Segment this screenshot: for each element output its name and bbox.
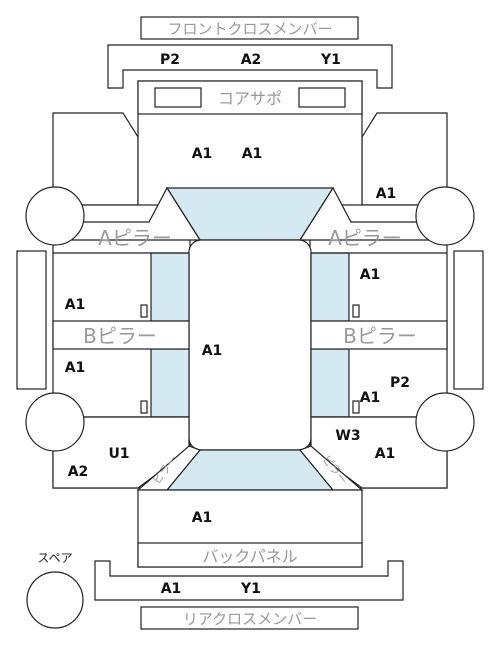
- core-support-label: コアサポ: [218, 89, 282, 108]
- right-rocker-panel: [453, 250, 484, 390]
- right-front-window: [310, 252, 350, 322]
- headlight-right: [298, 87, 346, 108]
- grade-front-member-2: A2: [241, 52, 262, 68]
- grade-left-front-door: A1: [65, 297, 86, 313]
- rear-left-tire: [25, 392, 85, 452]
- rear-cross-member-box: [140, 606, 359, 630]
- rear-cross-member-label: リアクロスメンバー: [183, 610, 317, 628]
- grade-right-rear-extra: P2: [390, 375, 410, 391]
- left-rear-window: [150, 348, 190, 418]
- front-left-tire: [25, 186, 85, 246]
- back-panel-label: バックパネル: [202, 547, 297, 566]
- rear-cross-member-bracket: [94, 560, 404, 601]
- front-right-tire: [415, 186, 475, 246]
- left-front-window: [150, 252, 190, 322]
- grade-left-rear-u: U1: [108, 446, 129, 462]
- grade-roof: A1: [202, 343, 223, 359]
- grade-right-front-door: A1: [360, 267, 381, 283]
- grade-right-front-fender: A1: [376, 186, 397, 202]
- grade-front-member-3: Y1: [320, 52, 341, 68]
- front-cross-member-box: [140, 16, 359, 40]
- grade-rear-member-1: A1: [161, 581, 182, 597]
- spare-tire: [26, 571, 84, 629]
- back-panel-box: [137, 542, 363, 568]
- grade-hood-1: A1: [192, 146, 213, 162]
- front-cross-member-label: フロントクロスメンバー: [167, 20, 332, 38]
- a-pillar-right-label: Aピラー: [328, 226, 402, 250]
- right-front-door-handle: [352, 304, 360, 318]
- left-rocker-panel: [16, 250, 47, 390]
- b-pillar-right-band: [310, 320, 448, 350]
- right-rear-window: [310, 348, 350, 418]
- grade-left-rear-door: A1: [65, 360, 86, 376]
- grade-trunk: A1: [192, 510, 213, 526]
- grade-hood-2: A1: [242, 146, 263, 162]
- grade-left-rear-a: A2: [68, 464, 89, 480]
- b-pillar-right-label: Bピラー: [343, 324, 417, 348]
- grade-front-member-1: P2: [160, 52, 180, 68]
- a-pillar-left-label: Aピラー: [98, 226, 172, 250]
- headlight-left: [154, 87, 202, 108]
- right-rear-door-handle: [352, 400, 360, 414]
- left-rear-door-handle: [140, 400, 148, 414]
- b-pillar-left-band: [52, 320, 190, 350]
- b-pillar-left-label: Bピラー: [83, 324, 157, 348]
- grade-right-rear-w: W3: [335, 428, 360, 444]
- grade-rear-member-2: Y1: [240, 581, 261, 597]
- grade-right-rear-door: A1: [360, 390, 381, 406]
- left-front-door-handle: [140, 304, 148, 318]
- rear-right-tire: [415, 392, 475, 452]
- front-cross-member-bracket: [107, 44, 393, 89]
- spare-label: スペア: [37, 551, 72, 565]
- grade-right-rear-quarter: A1: [375, 446, 396, 462]
